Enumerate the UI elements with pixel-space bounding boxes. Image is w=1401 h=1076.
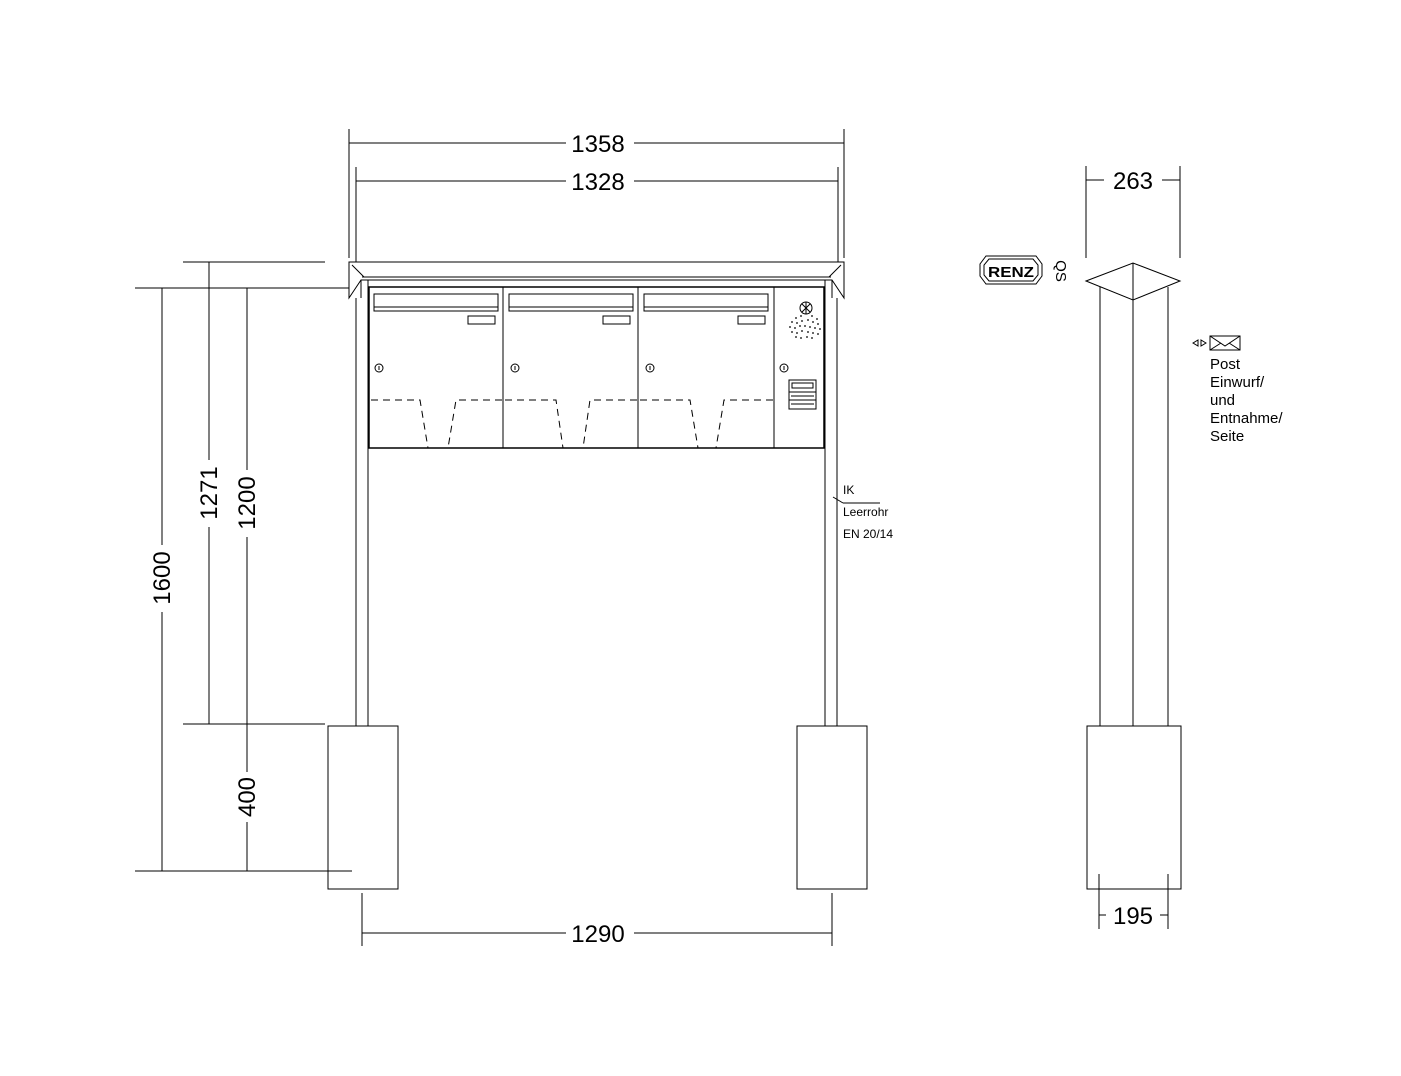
dim-height-base-label: 400 (234, 777, 261, 817)
lock-icon (779, 363, 789, 373)
arrows-icon (1192, 339, 1207, 347)
lock-icon (374, 363, 384, 373)
post-side-note: Post Einwurf/ und Entnahme/ Seite (1192, 335, 1283, 445)
dim-height-total-label: 1600 (149, 551, 176, 604)
dim-depth-top-label: 263 (1113, 168, 1153, 195)
speaker-grille-icon (789, 315, 821, 339)
right-post (824, 280, 838, 726)
dim-width-inner: 1328 (355, 167, 839, 262)
dim-height-top: 1271 (183, 261, 325, 725)
intercom-panel (779, 301, 821, 410)
mailbox-unit (368, 286, 825, 449)
qs-label: QS (1052, 260, 1069, 282)
envelope-icon (1209, 335, 1241, 351)
post-note-line-5: Seite (1210, 428, 1244, 445)
renz-logo: RENZ (979, 255, 1043, 285)
renz-logo-text: RENZ (988, 264, 1034, 281)
lock-icon (645, 363, 655, 373)
post-note-line-4: Entnahme/ (1210, 410, 1283, 427)
dim-height-top-label: 1271 (196, 466, 223, 519)
dim-height-base: 400 (234, 724, 261, 871)
dim-height-box: 1200 (234, 288, 261, 724)
mailbox-1 (371, 293, 502, 449)
bell-button-panel (788, 379, 817, 410)
dim-width-total-label: 1358 (571, 131, 624, 158)
front-view: IK Leerrohr EN 20/14 1358 1328 1290 (135, 129, 893, 948)
right-foundation (796, 725, 868, 890)
dim-depth-base-label: 195 (1113, 903, 1153, 930)
dim-width-inner-label: 1328 (571, 169, 624, 196)
mailbox-3 (640, 293, 773, 449)
left-foundation (327, 725, 399, 890)
conduit-label: Leerrohr (843, 505, 888, 519)
mailbox-2 (505, 293, 637, 449)
camera-icon (799, 301, 813, 315)
conduit-spec: EN 20/14 (843, 527, 893, 541)
dim-height-box-label: 1200 (234, 476, 261, 529)
roof-canopy (348, 261, 845, 300)
side-foundation (1086, 725, 1182, 890)
side-view: 263 195 RENZ QS (979, 166, 1283, 930)
dim-post-spacing: 1290 (361, 893, 833, 948)
conduit-annotation: IK Leerrohr EN 20/14 (832, 483, 893, 541)
side-roof (1084, 262, 1182, 301)
post-note-line-1: Post (1210, 356, 1241, 373)
post-note-line-3: und (1210, 392, 1235, 409)
lock-icon (510, 363, 520, 373)
left-post (355, 280, 369, 726)
dim-depth-top: 263 (1085, 166, 1181, 258)
post-note-line-2: Einwurf/ (1210, 374, 1265, 391)
dim-height-total: 1600 (135, 287, 352, 872)
dim-post-spacing-label: 1290 (571, 921, 624, 948)
dim-depth-base: 195 (1098, 874, 1169, 930)
dim-width-total: 1358 (348, 129, 845, 258)
ik-label: IK (843, 483, 854, 497)
